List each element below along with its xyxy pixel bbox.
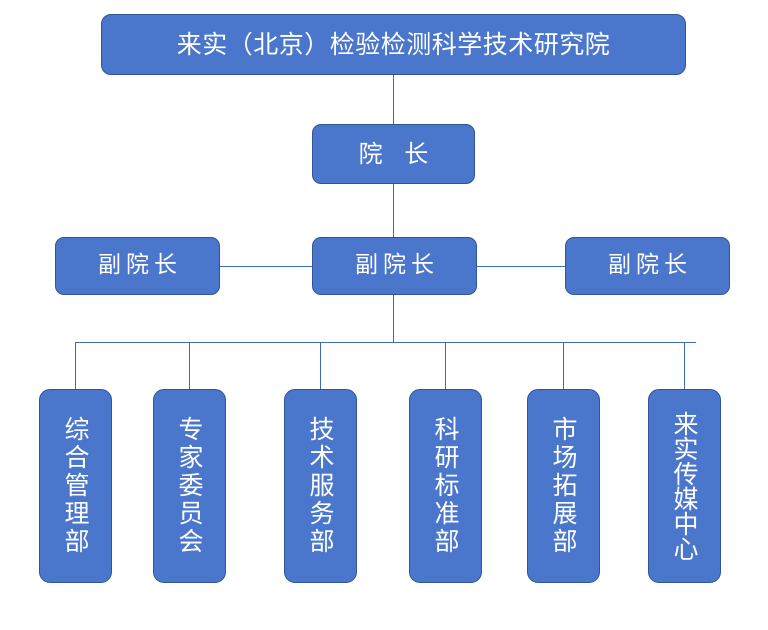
node-department-market-development[interactable]: 市场拓展部 bbox=[527, 389, 600, 583]
node-deputy-director-center-label: 副院长 bbox=[355, 252, 439, 279]
node-department-5-label: 来实传媒中心 bbox=[670, 411, 699, 561]
node-institute[interactable]: 来实（北京）检验检测科学技术研究院 bbox=[101, 14, 686, 75]
connector-deputy-to-bus bbox=[393, 295, 394, 342]
connector-drop-department-2 bbox=[320, 342, 321, 389]
node-department-media-center[interactable]: 来实传媒中心 bbox=[648, 389, 721, 583]
node-deputy-director-center[interactable]: 副院长 bbox=[312, 237, 477, 295]
connector-drop-department-1 bbox=[189, 342, 190, 389]
node-deputy-director-right-label: 副院长 bbox=[608, 252, 692, 279]
node-institute-label: 来实（北京）检验检测科学技术研究院 bbox=[176, 29, 611, 59]
node-director[interactable]: 院 长 bbox=[312, 124, 475, 184]
connector-department-bus bbox=[75, 342, 696, 343]
connector-root-to-director bbox=[393, 75, 394, 124]
node-department-1-label: 专家委员会 bbox=[175, 416, 204, 556]
node-department-general-management[interactable]: 综合管理部 bbox=[39, 389, 112, 583]
node-department-2-label: 技术服务部 bbox=[306, 416, 335, 556]
node-department-4-label: 市场拓展部 bbox=[549, 416, 578, 556]
node-department-technical-service[interactable]: 技术服务部 bbox=[284, 389, 357, 583]
node-director-label: 院 长 bbox=[358, 139, 436, 168]
node-deputy-director-right[interactable]: 副院长 bbox=[565, 237, 730, 295]
connector-deputy-right bbox=[477, 266, 565, 267]
connector-drop-department-4 bbox=[563, 342, 564, 389]
node-department-research-standards[interactable]: 科研标准部 bbox=[409, 389, 482, 583]
connector-drop-department-0 bbox=[75, 342, 76, 389]
node-deputy-director-left[interactable]: 副院长 bbox=[55, 237, 220, 295]
connector-drop-department-3 bbox=[445, 342, 446, 389]
node-department-expert-committee[interactable]: 专家委员会 bbox=[153, 389, 226, 583]
connector-deputy-left bbox=[220, 266, 312, 267]
node-department-0-label: 综合管理部 bbox=[61, 416, 90, 556]
connector-drop-department-5 bbox=[684, 342, 685, 389]
node-deputy-director-left-label: 副院长 bbox=[98, 252, 182, 279]
node-department-3-label: 科研标准部 bbox=[431, 416, 460, 556]
connector-director-to-deputy bbox=[393, 184, 394, 237]
